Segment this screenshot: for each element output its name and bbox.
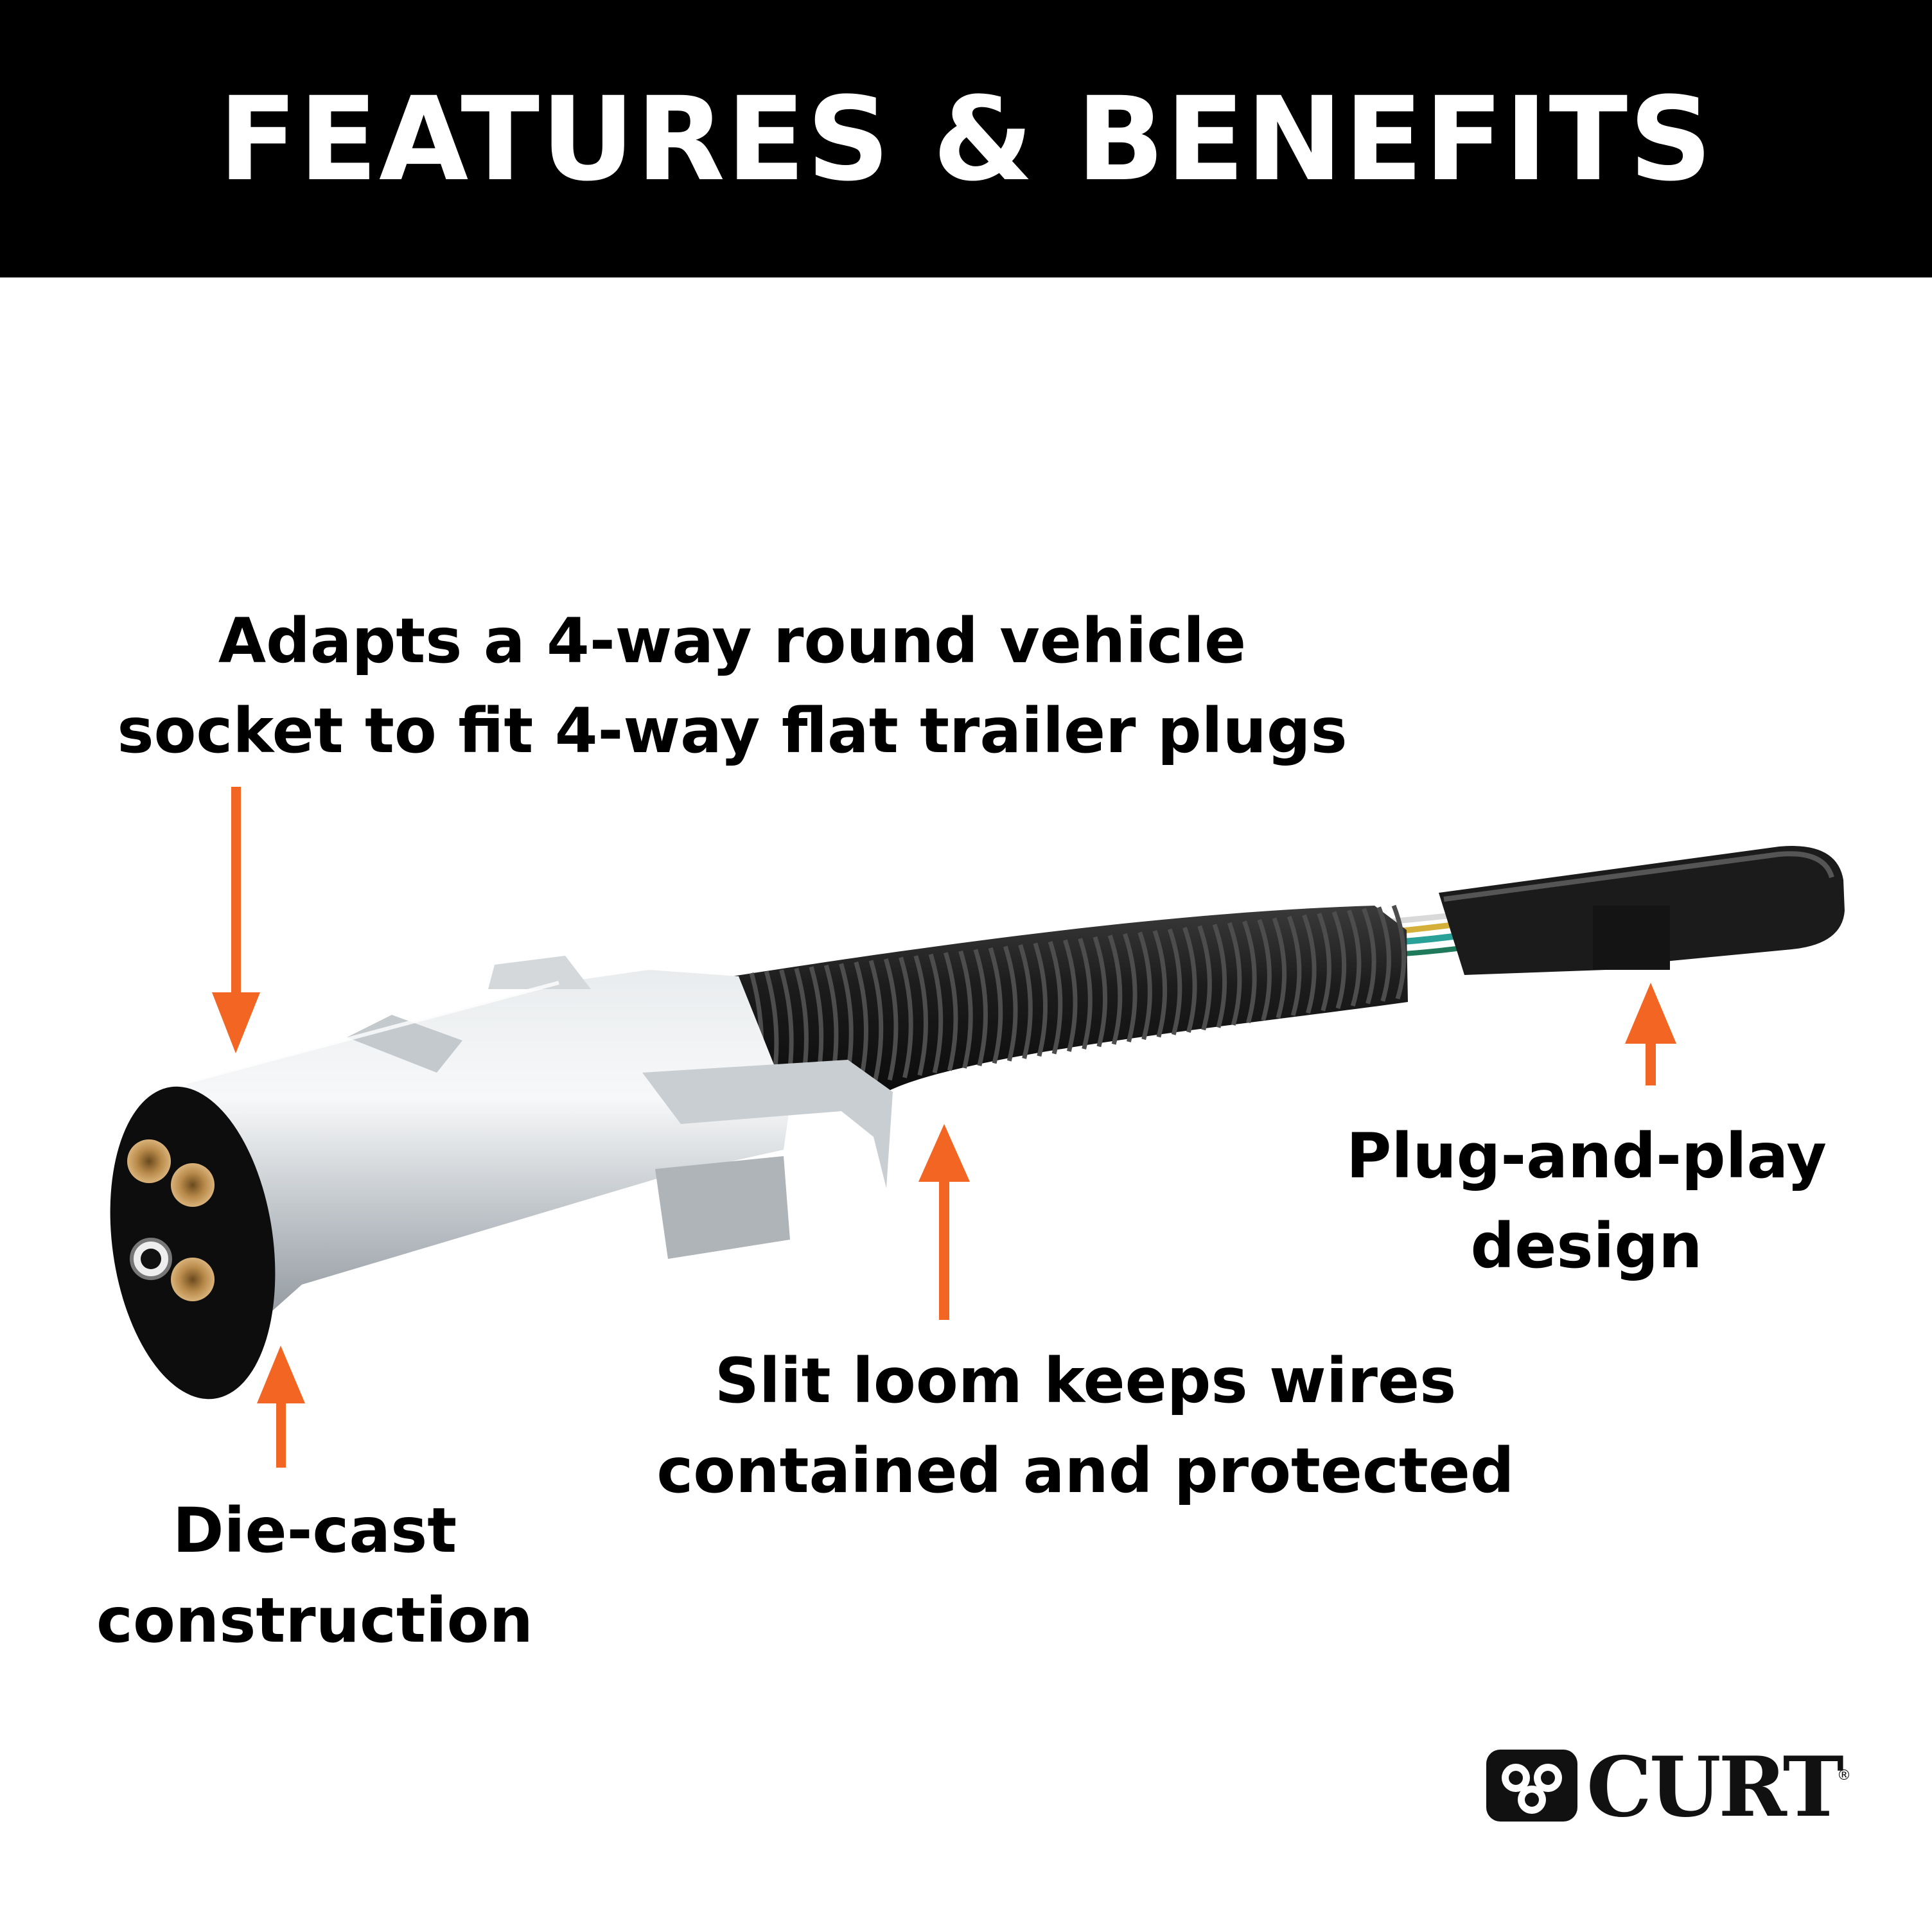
callout-adapts-line1: Adapts a 4-way round vehicle — [218, 605, 1247, 677]
loom-rib — [868, 960, 884, 1084]
loom-rib — [1302, 914, 1317, 1014]
registered-mark: ® — [1837, 1768, 1851, 1784]
loom-rib — [854, 961, 868, 1085]
loom-rib — [1152, 929, 1168, 1038]
loom-rib — [1317, 912, 1331, 1012]
loom-rib — [1003, 945, 1018, 1062]
callout-plug-line1: Plug-and-play — [1346, 1120, 1827, 1192]
arrow-down-adapts — [212, 787, 260, 1053]
loom-rib — [1257, 918, 1272, 1021]
loom-rib — [1033, 942, 1048, 1057]
header-banner — [0, 0, 1932, 277]
loom-rib — [1048, 941, 1063, 1055]
loom-rib — [1242, 920, 1257, 1024]
loom-rib — [1093, 936, 1108, 1048]
callout-diecast-line2: construction — [96, 1585, 533, 1656]
loom-rib — [1107, 935, 1123, 1045]
loom-rib — [1362, 908, 1376, 1005]
slit-loom — [732, 904, 1408, 1105]
arrow-group — [212, 787, 1676, 1468]
die-cast-body — [186, 956, 893, 1336]
loom-rib — [913, 955, 928, 1076]
callout-plug: Plug-and-play design — [1297, 1111, 1875, 1291]
loom-rib — [1123, 933, 1137, 1042]
loom-rib — [1197, 925, 1212, 1031]
loom-rib — [1078, 938, 1093, 1050]
loom-rib — [1272, 917, 1287, 1019]
loom-rib — [988, 947, 1003, 1064]
callout-loom-line1: Slit loom keeps wires — [714, 1345, 1457, 1417]
callout-loom: Slit loom keeps wires contained and prot… — [629, 1336, 1541, 1516]
callout-diecast: Die-cast construction — [39, 1486, 591, 1665]
loom-rib — [1346, 909, 1362, 1007]
loom-rib — [1287, 915, 1302, 1017]
callout-adapts-line2: socket to fit 4-way flat trailer plugs — [117, 695, 1348, 767]
round-socket-face — [110, 1086, 276, 1400]
arrow-up-diecast — [257, 1346, 305, 1468]
flat-plug — [1439, 846, 1845, 975]
arrow-up-plug — [1625, 983, 1676, 1085]
loom-rib — [958, 950, 973, 1069]
loom-rib — [973, 949, 988, 1067]
loom-rib — [1212, 924, 1227, 1028]
loom-rib — [1391, 904, 1407, 1000]
loom-rib — [1331, 911, 1347, 1009]
loom-rib — [943, 952, 958, 1071]
curt-logo-icon — [1486, 1750, 1577, 1822]
loom-rib — [883, 958, 899, 1081]
callout-plug-line2: design — [1470, 1210, 1703, 1282]
loom-rib — [1063, 939, 1078, 1052]
callout-adapts: Adapts a 4-way round vehicle socket to f… — [39, 596, 1426, 776]
loom-rib — [1376, 906, 1391, 1002]
brand-name: CURT — [1586, 1739, 1844, 1836]
loom-rib — [928, 953, 944, 1074]
loom-rib — [1018, 944, 1033, 1059]
arrow-up-loom — [918, 1124, 970, 1320]
loom-rib — [1227, 922, 1242, 1026]
callout-diecast-line1: Die-cast — [172, 1495, 457, 1567]
loom-rib — [899, 956, 913, 1078]
loom-rib — [1182, 927, 1197, 1033]
loom-rib — [1167, 928, 1182, 1035]
callout-loom-line2: contained and protected — [656, 1435, 1515, 1507]
page-title: FEATURES & BENEFITS — [218, 73, 1714, 207]
loom-rib — [1137, 931, 1152, 1041]
